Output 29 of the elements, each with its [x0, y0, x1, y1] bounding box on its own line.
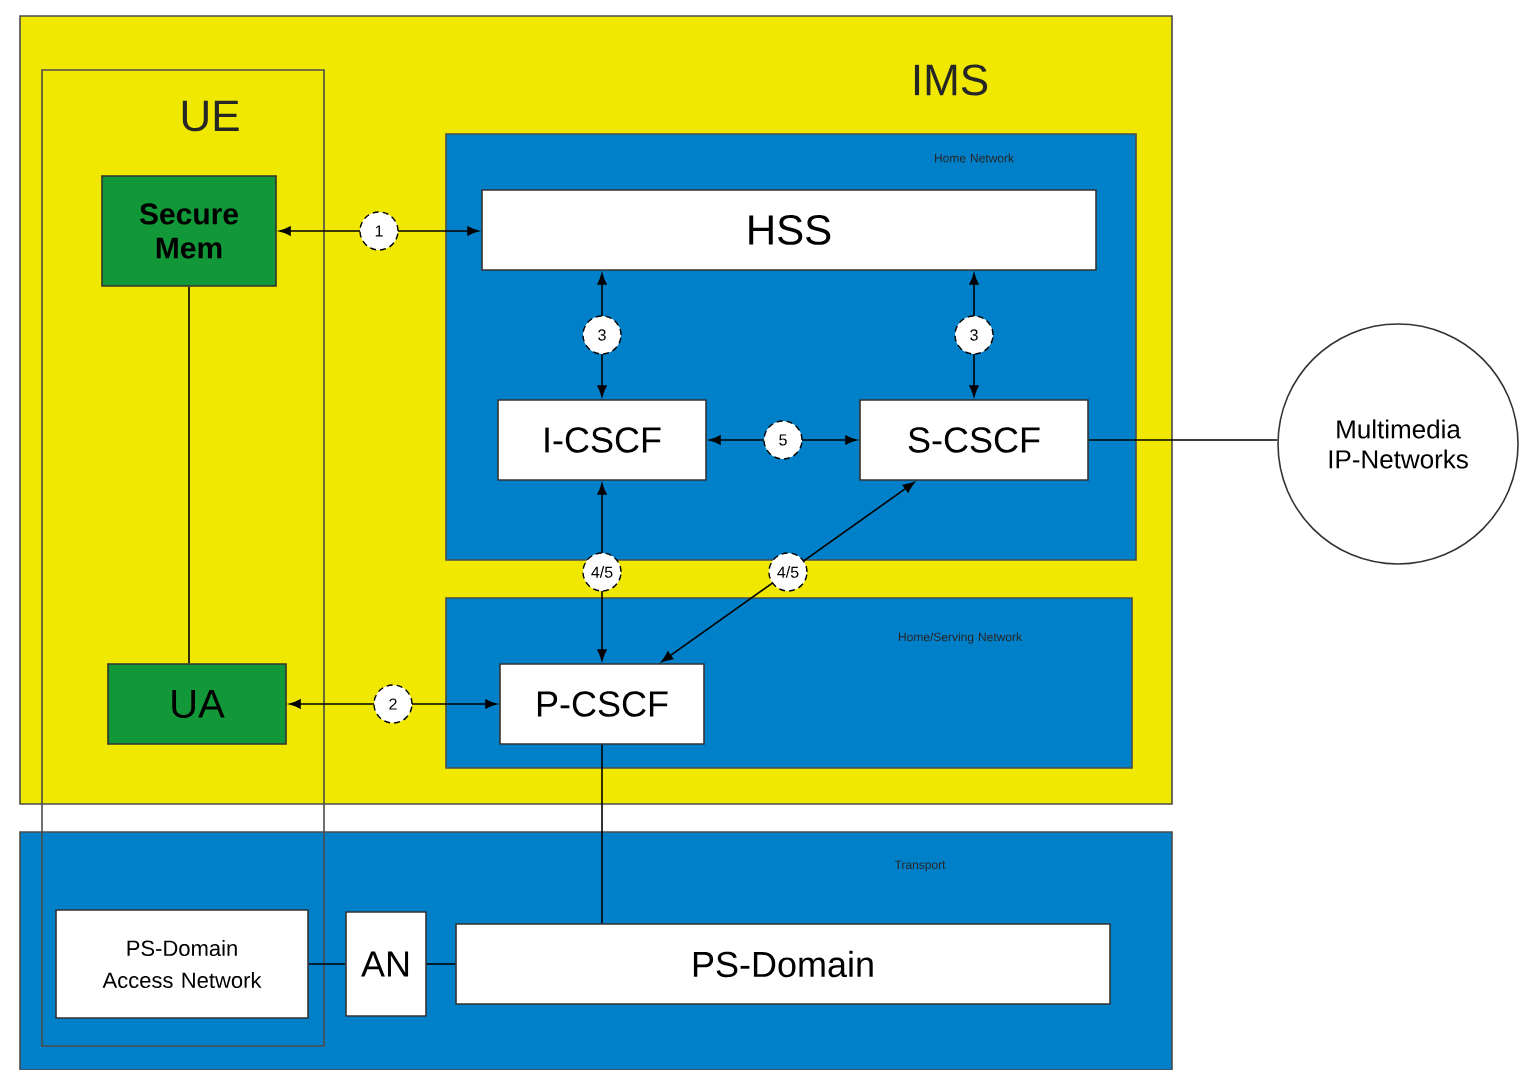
edge-label: 4/5	[582, 552, 622, 592]
process-box: P-CSCF	[499, 663, 705, 745]
process-box: UA	[107, 663, 287, 745]
arrow	[289, 699, 497, 709]
connector-line	[1088, 439, 1278, 441]
edge-label: 2	[373, 684, 413, 724]
arrow	[661, 481, 915, 663]
process-box: I-CSCF	[497, 399, 707, 481]
connector-line	[426, 963, 456, 965]
edge-label: 1	[359, 211, 399, 251]
edge-label: 5	[763, 420, 803, 460]
arrow	[709, 435, 857, 445]
arrow	[597, 273, 607, 397]
process-box: HSS	[481, 189, 1097, 271]
connector-line	[601, 744, 603, 924]
process-box: PS-Domain Access Network	[55, 909, 309, 1019]
edge-label: 3	[954, 315, 994, 355]
process-box: S-CSCF	[859, 399, 1089, 481]
edge-label: 4/5	[768, 552, 808, 592]
arrow	[597, 483, 607, 661]
frame-title: UE	[182, 100, 239, 132]
arrow	[279, 226, 479, 236]
connector-line	[308, 963, 346, 965]
edge-label: 3	[582, 315, 622, 355]
process-box: Secure Mem	[101, 175, 277, 287]
connector-line	[188, 286, 190, 664]
process-box: AN	[345, 911, 427, 1017]
arrow	[969, 273, 979, 397]
process-box: PS-Domain	[455, 923, 1111, 1005]
